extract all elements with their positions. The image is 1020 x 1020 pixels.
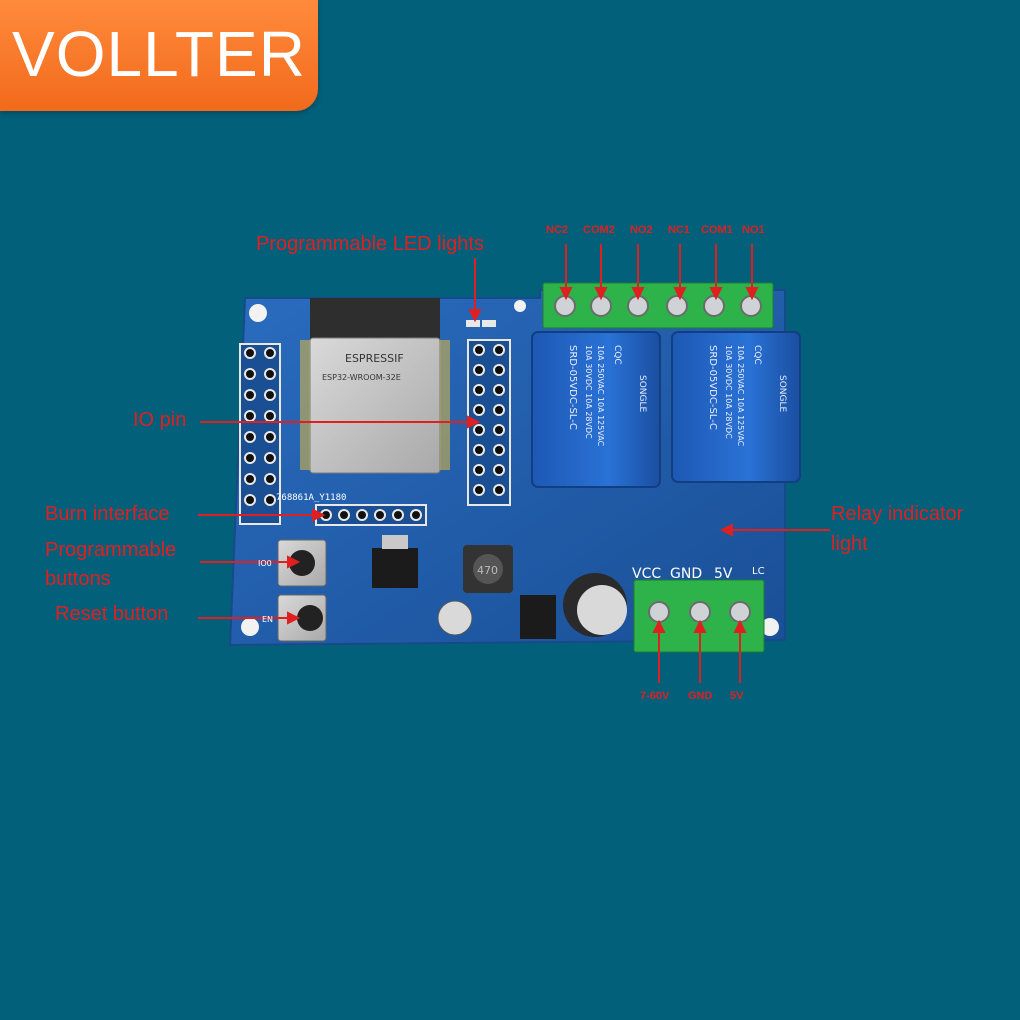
mounting-hole: [514, 300, 526, 312]
terminal-label-nc2: NC2: [546, 224, 569, 236]
mounting-hole: [249, 304, 267, 322]
relay1-rating-1: 10A 250VAC 10A 125VAC: [736, 345, 745, 447]
label-burn-interface: Burn interface: [45, 503, 170, 525]
esp32-brand: ESPRESSIF: [345, 352, 404, 365]
inductor-mark: 470: [477, 564, 498, 577]
label-led-lights: Programmable LED lights: [256, 233, 484, 255]
label-reset-button: Reset button: [55, 603, 169, 625]
terminal-label-nc1: NC1: [668, 224, 691, 236]
terminal-label-no2: NO2: [630, 224, 653, 236]
programmable-led: [466, 320, 480, 327]
relay-1: [671, 331, 801, 483]
relay-terminal-block: [542, 282, 774, 329]
board-id: 768861A_Y1180: [276, 493, 346, 503]
terminal-screws: [554, 295, 762, 317]
relay1-model: SRD-05VDC-SL-C: [707, 345, 718, 430]
io-header-left: [239, 343, 281, 525]
corner-mark: LC: [752, 566, 765, 577]
relay1-rating-2: 10A 30VDC 10A 28VDC: [724, 345, 733, 439]
power-silk-gnd: GND: [670, 566, 702, 582]
mounting-hole: [241, 618, 259, 636]
power-silk-vcc: VCC: [632, 566, 661, 582]
terminal-label-com2: COM2: [583, 224, 615, 236]
programmable-led: [482, 320, 496, 327]
relay2-brand: SONGLE: [637, 375, 647, 413]
label-relay-indicator-line2: light: [831, 533, 868, 555]
brand-logo-text: VOLLTER: [12, 18, 306, 90]
power-terminal-screws: [648, 601, 751, 623]
relay2-cert: CQC: [612, 345, 622, 365]
burn-interface-header: [315, 504, 427, 526]
terminal-label-com1: COM1: [701, 224, 733, 236]
voltage-regulator: [372, 548, 418, 588]
label-io-pin: IO pin: [133, 409, 187, 431]
label-programmable-buttons-line2: buttons: [45, 568, 111, 590]
relay-2: [531, 331, 661, 488]
callout-arrows: [198, 244, 830, 683]
power-silk-5v: 5V: [714, 566, 733, 582]
esp32-antenna: [310, 298, 440, 340]
terminal-label-no1: NO1: [742, 224, 765, 236]
power-label-gnd: GND: [688, 690, 713, 702]
esp32-model: ESP32-WROOM-32E: [322, 373, 401, 382]
io-header-right: [467, 339, 511, 506]
relay2-rating-1: 10A 250VAC 10A 125VAC: [596, 345, 605, 447]
label-relay-indicator-line1: Relay indicator: [831, 503, 964, 525]
brand-badge: VOLLTER: [0, 0, 318, 111]
button-label-en: EN: [262, 615, 273, 624]
button-label-io0: IO0: [258, 559, 272, 568]
label-programmable-buttons-line1: Programmable: [45, 539, 177, 561]
relay1-cert: CQC: [752, 345, 762, 365]
relay2-model: SRD-05VDC-SL-C: [567, 345, 578, 430]
relay1-brand: SONGLE: [777, 375, 787, 413]
power-label-5v: 5V: [730, 690, 744, 702]
relay2-rating-2: 10A 30VDC 10A 28VDC: [584, 345, 593, 439]
power-label-input: 7-60V: [640, 690, 670, 702]
ic-chip: [520, 595, 556, 639]
mounting-hole: [761, 618, 779, 636]
